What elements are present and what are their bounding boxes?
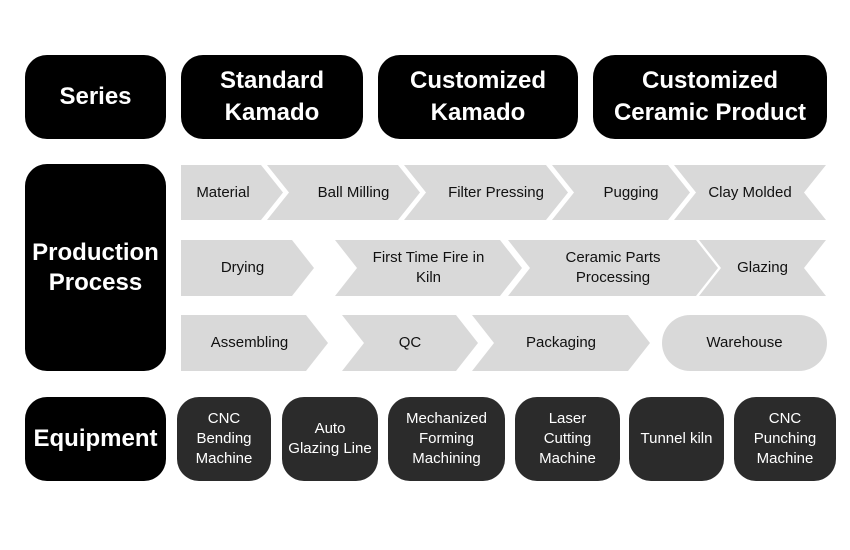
process-step-assembling: Assembling (181, 315, 328, 371)
series-item-line: Kamado (430, 99, 526, 126)
equipment-item-line: Machining (412, 450, 481, 467)
equipment-tunnel-kiln: Tunnel kiln (629, 397, 724, 481)
equipment-item-line: Machine (195, 450, 253, 467)
equipment-item-line: CNC (768, 410, 802, 427)
process-label: Production Process (25, 164, 166, 371)
equipment-label: Equipment (25, 397, 166, 481)
process-step-label: Assembling (210, 334, 289, 351)
series-customized-kamado: Customized Kamado (378, 55, 578, 139)
equipment-item-line: Glazing Line (288, 440, 372, 457)
equipment-cnc-punching-machine: CNC Punching Machine (734, 397, 836, 481)
process-step-ceramic-parts: Ceramic Parts Processing (508, 240, 718, 296)
equipment-item-line: Auto (314, 420, 346, 437)
process-step-label: Ceramic Parts (565, 249, 661, 266)
process-step-label: Drying (220, 259, 265, 276)
process-step-label: Material (196, 183, 250, 201)
process-step-clay-molded: Clay Molded (674, 165, 826, 220)
equipment-item-line: Forming (418, 430, 474, 447)
equipment-item-line: Machine (539, 450, 596, 467)
series-standard-kamado: Standard Kamado (181, 55, 363, 139)
equipment-label-text: Equipment (33, 425, 158, 452)
process-step-label: Clay Molded (708, 183, 792, 201)
equipment-item-line: Cutting (543, 430, 592, 447)
process-step-qc: QC (342, 315, 478, 371)
process-step-packaging: Packaging (472, 315, 650, 371)
process-step-ball-milling: Ball Milling (267, 165, 420, 220)
process-step-label: Pugging (603, 183, 659, 201)
equipment-item-line: Punching (753, 430, 817, 447)
series-label-text: Series (59, 83, 132, 110)
equipment-item-line: Tunnel kiln (640, 430, 713, 447)
process-step-label: Packaging (525, 334, 597, 351)
process-step-label: Filter Pressing (448, 183, 544, 201)
process-step-glazing: Glazing (699, 240, 826, 296)
series-customized-ceramic-product: Customized Ceramic Product (593, 55, 827, 139)
series-item-line: Kamado (224, 99, 320, 126)
equipment-mechanized-forming-machining: Mechanized Forming Machining (388, 397, 505, 481)
process-step-label: Glazing (737, 259, 788, 276)
series-item-line: Customized (641, 67, 778, 94)
series-item-line: Ceramic Product (613, 99, 807, 126)
equipment-item-line: CNC (207, 410, 241, 427)
process-step-label: QC (398, 334, 422, 351)
process-step-filter-pressing: Filter Pressing (404, 165, 568, 220)
process-step-label: Warehouse (706, 334, 783, 351)
series-label: Series (25, 55, 166, 139)
equipment-item-line: Bending (196, 430, 252, 447)
process-label-line: Process (48, 268, 143, 296)
process-step-label: Processing (575, 269, 651, 286)
equipment-auto-glazing-line: Auto Glazing Line (282, 397, 378, 481)
process-step-label: Kiln (415, 269, 441, 286)
process-step-pugging: Pugging (552, 165, 690, 220)
process-step-material: Material (181, 165, 283, 220)
equipment-item-line: Mechanized (406, 410, 487, 427)
process-step-warehouse: Warehouse (662, 315, 827, 371)
equipment-item-line: Machine (756, 450, 814, 467)
equipment-item-line: Laser (548, 410, 587, 427)
equipment-cnc-bending-machine: CNC Bending Machine (177, 397, 271, 481)
process-step-drying: Drying (181, 240, 314, 296)
process-step-label: First Time Fire in (372, 249, 485, 266)
equipment-laser-cutting-machine: Laser Cutting Machine (515, 397, 620, 481)
series-item-line: Customized (409, 67, 546, 94)
series-item-line: Standard (219, 67, 324, 94)
process-label-line: Production (32, 238, 159, 266)
process-step-first-time-fire: First Time Fire in Kiln (335, 240, 522, 296)
process-step-label: Ball Milling (317, 183, 390, 201)
